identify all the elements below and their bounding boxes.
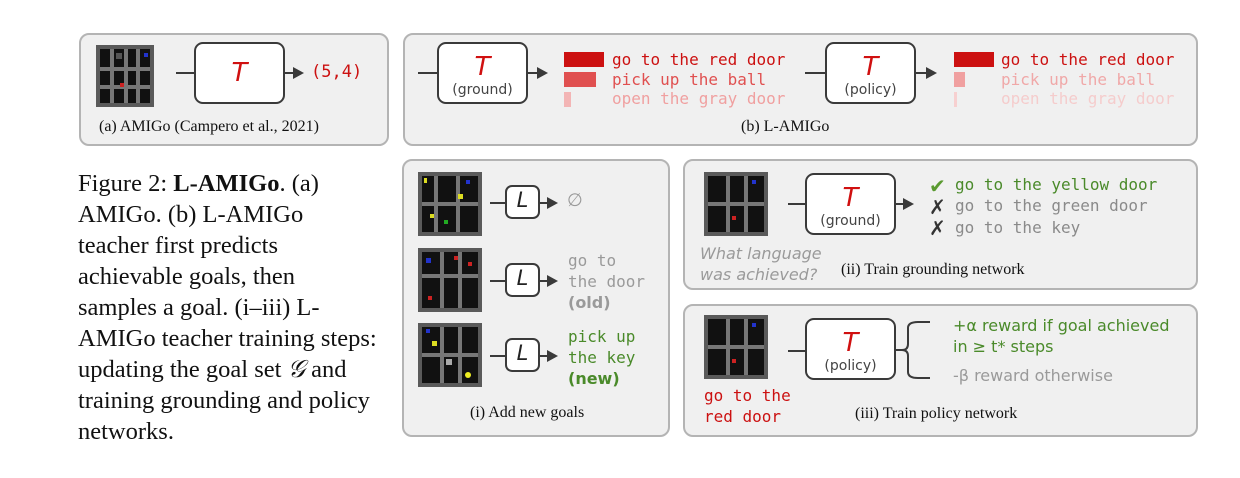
grounding-teacher-box: T (ground) <box>805 173 896 235</box>
probability-bar <box>954 92 957 107</box>
connector <box>285 72 294 74</box>
arrow-icon <box>537 67 548 79</box>
sampled-goal: red door <box>704 407 782 426</box>
new-goal-line: the key <box>568 348 636 367</box>
teacher-label: T <box>842 328 859 358</box>
language-box: L <box>505 185 540 219</box>
teacher-sublabel: (policy) <box>824 358 877 374</box>
teacher-sublabel: (policy) <box>844 82 897 98</box>
connector <box>896 203 904 205</box>
sampled-goal: go to the <box>704 386 791 405</box>
probability-bar <box>954 72 965 87</box>
goal-label: open the gray door <box>612 89 786 108</box>
connector <box>788 203 806 205</box>
connector <box>490 280 505 282</box>
arrow-icon <box>547 275 558 287</box>
achieved-goal: go to the yellow door <box>955 175 1158 194</box>
old-goal-line: the door <box>568 272 646 291</box>
arrow-icon <box>926 67 937 79</box>
policy-teacher-box: T (policy) <box>805 318 896 380</box>
goal-label: open the gray door <box>1001 89 1175 108</box>
new-goal-line: pick up <box>568 327 636 346</box>
connector <box>916 72 927 74</box>
probability-bar <box>564 52 604 67</box>
panel-ii <box>683 159 1198 290</box>
figure-suffix: and training grounding and policy networ… <box>78 356 370 445</box>
probability-bar <box>564 92 571 107</box>
unachieved-goal: go to the key <box>955 218 1081 237</box>
goal-label: pick up the ball <box>1001 70 1156 89</box>
goal-set-symbol: 𝒢 <box>287 356 306 383</box>
language-box: L <box>505 263 540 297</box>
positive-reward: in ≥ t* steps <box>953 337 1054 356</box>
caption-b: (b) L-AMIGo <box>741 118 830 135</box>
figure-body: . (a) AMIGo. (b) L-AMIGo teacher first p… <box>78 170 377 383</box>
figure-caption: Figure 2: L-AMIGo. (a) AMIGo. (b) L-AMIG… <box>78 168 378 447</box>
arrow-icon <box>903 198 914 210</box>
cross-icon: ✗ <box>929 195 946 219</box>
goal-label: go to the red door <box>1001 50 1175 69</box>
language-box: L <box>505 338 540 372</box>
check-icon: ✔ <box>929 174 946 198</box>
old-goal-line: go to <box>568 251 617 270</box>
caption-i: (i) Add new goals <box>470 404 585 421</box>
negative-reward: -β reward otherwise <box>953 366 1113 385</box>
teacher-sublabel: (ground) <box>452 82 513 98</box>
figure-prefix: Figure 2: <box>78 170 174 197</box>
panel-b <box>403 33 1198 146</box>
arrow-icon <box>547 350 558 362</box>
teacher-label: T <box>231 58 248 88</box>
gridworld-thumbnail <box>418 323 482 387</box>
connector <box>528 72 538 74</box>
gridworld-thumbnail <box>96 45 154 107</box>
teacher-box: T <box>194 42 285 104</box>
grounding-teacher-box: T (ground) <box>437 42 528 104</box>
connector <box>176 72 195 74</box>
language-label: L <box>516 341 529 365</box>
connector <box>805 72 826 74</box>
connector <box>490 202 505 204</box>
cross-icon: ✗ <box>929 216 946 240</box>
positive-reward: +α reward if goal achieved <box>953 316 1170 335</box>
gridworld-thumbnail <box>418 172 482 236</box>
connector <box>418 72 438 74</box>
brace-icon <box>896 321 930 379</box>
gridworld-thumbnail <box>418 248 482 312</box>
connector <box>540 355 548 357</box>
arrow-icon <box>293 67 304 79</box>
teacher-label: T <box>842 183 859 213</box>
old-tag: (old) <box>568 293 611 312</box>
question-text: What language <box>700 244 822 263</box>
new-tag: (new) <box>568 369 620 388</box>
unachieved-goal: go to the green door <box>955 196 1148 215</box>
gridworld-thumbnail <box>704 315 768 379</box>
teacher-label: T <box>862 52 879 82</box>
connector <box>540 280 548 282</box>
connector <box>490 355 505 357</box>
teacher-label: T <box>474 52 491 82</box>
probability-bar <box>954 52 994 67</box>
gridworld-thumbnail <box>704 172 768 236</box>
panel-iii <box>683 304 1198 437</box>
output-coordinate: (5,4) <box>311 62 363 82</box>
caption-iii: (iii) Train policy network <box>855 405 1018 422</box>
language-label: L <box>516 266 529 290</box>
arrow-icon <box>547 197 558 209</box>
language-label: L <box>516 188 529 212</box>
caption-ii: (ii) Train grounding network <box>841 261 1025 278</box>
probability-bar <box>564 72 596 87</box>
empty-set-output: ∅ <box>567 190 583 211</box>
goal-label: pick up the ball <box>612 70 767 89</box>
teacher-sublabel: (ground) <box>820 213 881 229</box>
question-text: was achieved? <box>700 265 818 284</box>
figure-method-name: L-AMIGo <box>173 170 280 197</box>
caption-a: (a) AMIGo (Campero et al., 2021) <box>99 118 319 135</box>
connector <box>540 202 548 204</box>
connector <box>788 350 806 352</box>
goal-label: go to the red door <box>612 50 786 69</box>
policy-teacher-box: T (policy) <box>825 42 916 104</box>
